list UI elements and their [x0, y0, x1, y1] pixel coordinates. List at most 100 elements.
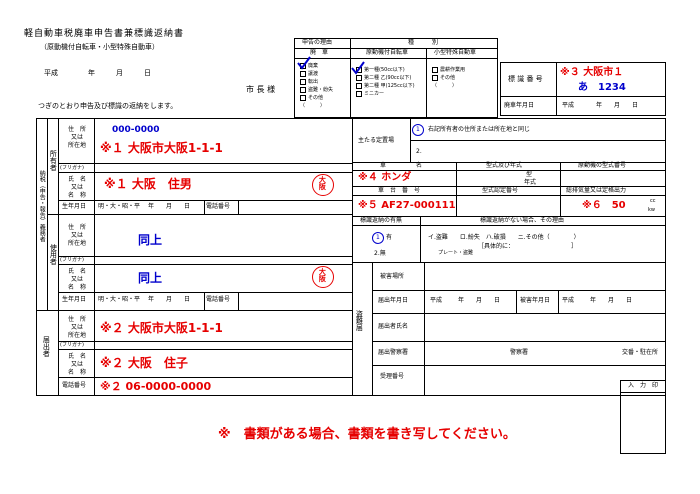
- return-none-reason-label: 標識返納がない場合、その理由: [480, 217, 565, 224]
- footer-notice: ※ 書類がある場合、書類を書き写してください。: [218, 427, 516, 442]
- theft-side-label: 盗難届: [355, 310, 364, 331]
- vehicle-chassis-label: 車 台 番 号: [378, 187, 421, 194]
- reason-option-joto[interactable]: 譲渡: [300, 70, 333, 78]
- kogata-options: 農耕作業用 その他 （ ）: [432, 66, 465, 90]
- theft-station-unit: 警察署: [510, 349, 529, 356]
- return-reasons: イ.盗難 ロ.紛失 ハ.破損 ニ.その他（ ）: [428, 234, 580, 241]
- plate-value: ※３ 大阪市１: [560, 67, 624, 78]
- user-birth-eras: 明・大・昭・平: [98, 296, 141, 303]
- reason-option-sonota[interactable]: その他: [300, 94, 333, 102]
- theft-date-label: 届出年月日: [378, 297, 409, 304]
- return-option-1-text: 有: [386, 234, 393, 241]
- checkmark-icon: [297, 56, 311, 70]
- plate-label: 標 識 番 号: [508, 75, 543, 83]
- stamp-label: 入 力 印: [628, 382, 659, 389]
- user-birth-units: 年 月 日: [148, 296, 191, 303]
- return-plate-only: プレート・盗難: [438, 250, 474, 256]
- filer-name-label: 氏 名又は名 称: [67, 353, 86, 376]
- vehicle-model-unit: 型: [526, 171, 533, 178]
- filer-phone-value[interactable]: ※２ 06-0000-0000: [100, 380, 212, 393]
- reason-option-tenshutsu[interactable]: 転出: [300, 78, 333, 86]
- user-seal: [312, 266, 334, 288]
- filer-address-label: 住 所又は所在地: [67, 316, 86, 339]
- owner-birth-eras: 明・大・昭・平: [98, 203, 141, 210]
- notice-text: つぎのとおり申告及び標識の返納をします。: [38, 102, 178, 110]
- class-label: 種 別: [408, 39, 439, 46]
- user-side-label: 使用者: [49, 244, 58, 265]
- storage-option-1-text: 右記所有者の住所または所在地と同じ: [428, 126, 531, 133]
- user-address-value[interactable]: 同上: [138, 233, 163, 247]
- storage-option-2[interactable]: 2.: [416, 148, 422, 155]
- gentsuki-option-3[interactable]: 第二種 甲(125cc以下): [356, 82, 415, 90]
- storage-option-1[interactable]: [412, 124, 424, 136]
- owner-address-label: 住 所又は所在地: [67, 126, 86, 149]
- filer-address-value[interactable]: ※２ 大阪市大阪1-1-1: [100, 321, 223, 335]
- vehicle-cert-label: 型式認定番号: [482, 187, 519, 194]
- theft-place-label: 被害場所: [380, 273, 405, 280]
- user-birth-label: 生年月日: [62, 296, 87, 303]
- kogata-label: 小型特殊自動車: [434, 49, 477, 56]
- user-furigana-label: (フリガナ): [60, 257, 84, 263]
- owner-name-label: 氏 名又は名 称: [67, 176, 86, 199]
- kogata-option-1[interactable]: 農耕作業用: [432, 66, 465, 74]
- vehicle-displacement-value[interactable]: ※６ 50: [582, 200, 626, 211]
- filer-side-label: 届出者: [42, 336, 51, 357]
- reason-option-other-text: （ ）: [300, 103, 326, 109]
- owner-side-label: 所有者: [49, 150, 58, 171]
- vehicle-name-label: 車 名: [380, 162, 423, 169]
- filer-phone-label: 電話番号: [62, 382, 87, 389]
- reason-option-tonan[interactable]: 盗難・紛失: [300, 86, 333, 94]
- owner-name-value[interactable]: ※１ 大阪 住男: [104, 177, 192, 191]
- haisha-label: 廃 車: [310, 49, 329, 56]
- owner-postal-code[interactable]: 000-0000: [112, 125, 160, 135]
- kogata-option-2[interactable]: その他: [432, 74, 465, 82]
- user-phone-label: 電話番号: [206, 296, 231, 303]
- reason-label: 申告の理由: [302, 39, 333, 46]
- kogata-option-3: （ ）: [432, 83, 458, 89]
- gentsuki-option-2[interactable]: 第二種 乙(90cc以下): [356, 74, 415, 82]
- header-year-unit: 年: [88, 69, 95, 77]
- owner-seal: [312, 174, 334, 196]
- stamp-box: [620, 380, 666, 454]
- return-detail: ［具体的に： ］: [478, 243, 578, 250]
- vehicle-engine-label: 原動機の型式番号: [578, 162, 627, 169]
- owner-address-value[interactable]: ※１ 大阪市大阪1-1-1: [100, 141, 223, 155]
- header-day-unit: 日: [144, 69, 151, 77]
- gentsuki-option-4[interactable]: ミニカー: [356, 90, 415, 98]
- owner-seal-text: 大阪: [318, 176, 327, 190]
- filer-name-value[interactable]: ※２ 大阪 住子: [100, 356, 188, 370]
- gentsuki-label: 原動機付自転車: [366, 49, 409, 56]
- unit-kw: kw: [648, 207, 655, 213]
- header-era: 平成: [44, 69, 58, 77]
- plate-box: [500, 62, 666, 116]
- theft-recv-units: 年 月 日: [590, 297, 633, 304]
- theft-koban-unit: 交番・駐在所: [622, 349, 659, 356]
- vehicle-chassis-value[interactable]: ※５ AF27-000111: [358, 200, 456, 211]
- user-name-value[interactable]: 同上: [138, 271, 163, 285]
- theft-recv-era: 平成: [562, 297, 575, 304]
- owner-birth-units: 年 月 日: [148, 203, 191, 210]
- gentsuki-options: 第一種(50cc以下) 第二種 乙(90cc以下) 第二種 甲(125cc以下)…: [356, 66, 415, 98]
- vehicle-year-unit: 年式: [524, 179, 537, 186]
- gentsuki-option-1[interactable]: 第一種(50cc以下): [356, 66, 415, 74]
- filer-furigana-label: (フリガナ): [60, 342, 84, 348]
- haisha-date-era: 平成: [562, 102, 575, 109]
- vehicle-name-value[interactable]: ※４ ホンダ: [358, 172, 412, 183]
- reason-table: [294, 38, 498, 118]
- form-title: 軽自動車税廃車申告書兼標識返納書: [24, 29, 185, 39]
- user-name-label: 氏 名又は名 称: [67, 268, 86, 291]
- storage-option-1-num: 1: [416, 126, 420, 133]
- tax-obligor-label: 納税（申告・報告）義務者: [38, 170, 46, 242]
- owner-phone-label: 電話番号: [206, 203, 231, 210]
- user-seal-text: 大阪: [318, 268, 327, 282]
- return-option-2[interactable]: 2.無: [374, 250, 386, 257]
- user-address-label: 住 所又は所在地: [67, 224, 86, 247]
- owner-furigana-label: (フリガナ): [60, 165, 84, 171]
- haisha-date-label: 廃車年月日: [504, 102, 535, 109]
- plate-value-2: あ 1234: [578, 82, 626, 93]
- return-label: 標識返納の有無: [360, 217, 403, 224]
- return-option-1[interactable]: [372, 232, 384, 244]
- vehicle-displacement-label: 総排気量又は定格出力: [566, 187, 627, 194]
- form-subtitle: （原動機付自転車・小型特殊自動車）: [40, 43, 159, 51]
- vehicle-model-label: 型式及び年式: [486, 162, 523, 169]
